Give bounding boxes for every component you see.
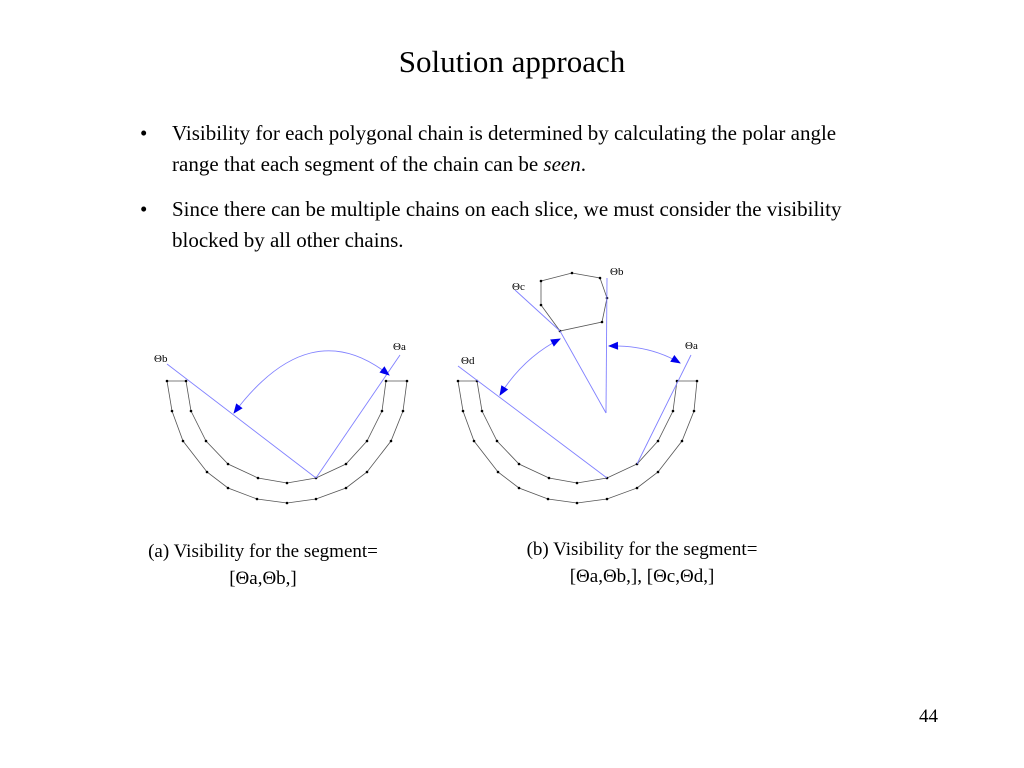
theta-b-label: Θb — [154, 353, 168, 365]
sight-line-b — [166, 363, 317, 479]
caption-b-line1: (b) Visibility for the segment= — [526, 539, 758, 560]
bullet-text: Since there can be multiple chains on ea… — [172, 197, 842, 252]
blocking-chain — [540, 272, 608, 332]
sight-line-b — [605, 277, 608, 414]
bullet-list: • Visibility for each polygonal chain is… — [140, 118, 880, 270]
outer-chain — [166, 380, 408, 504]
vertex-points — [456, 379, 699, 505]
visibility-arc-ab — [608, 341, 681, 364]
caption-a: (a) Visibility for the segment= [Θa,Θb,] — [100, 538, 426, 592]
sight-line-d — [457, 365, 608, 479]
theta-a-label: Θa — [685, 340, 698, 352]
slide-title: Solution approach — [398, 44, 626, 79]
page-number: 44 — [919, 706, 938, 727]
theta-d-label: Θd — [461, 355, 475, 367]
visibility-arc — [233, 350, 390, 414]
bullet-item: • Since there can be multiple chains on … — [140, 194, 880, 256]
diagram-b: Θb Θc Θd Θa — [456, 266, 699, 505]
theta-a-label: Θa — [393, 341, 406, 353]
bullet-text: Visibility for each polygonal chain is d… — [172, 121, 837, 176]
sight-line-a — [636, 354, 692, 465]
caption-a-line1: (a) Visibility for the segment= — [148, 541, 378, 562]
inner-chain — [185, 380, 387, 484]
bullet-text-end: . — [580, 152, 586, 176]
diagram-a: Θb Θa — [154, 341, 409, 505]
caption-a-line2: [Θa,Θb,] — [229, 568, 297, 589]
bullet-marker: • — [140, 197, 148, 221]
caption-b-line2: [Θa,Θb,], [Θc,Θd,] — [569, 566, 715, 587]
sight-line-c-center — [559, 330, 607, 414]
theta-b-label: Θb — [610, 266, 624, 278]
vertex-points — [165, 379, 409, 505]
outer-chain — [457, 380, 698, 504]
sight-line-c — [514, 289, 561, 332]
inner-chain — [476, 380, 678, 484]
visibility-arc-cd — [499, 338, 561, 396]
bullet-item: • Visibility for each polygonal chain is… — [140, 118, 880, 180]
theta-c-label: Θc — [512, 281, 525, 293]
bullet-emphasis: seen — [543, 152, 581, 176]
caption-b: (b) Visibility for the segment= [Θa,Θb,]… — [478, 536, 806, 590]
bullet-marker: • — [140, 121, 148, 145]
blocking-chain-points — [539, 271, 609, 333]
